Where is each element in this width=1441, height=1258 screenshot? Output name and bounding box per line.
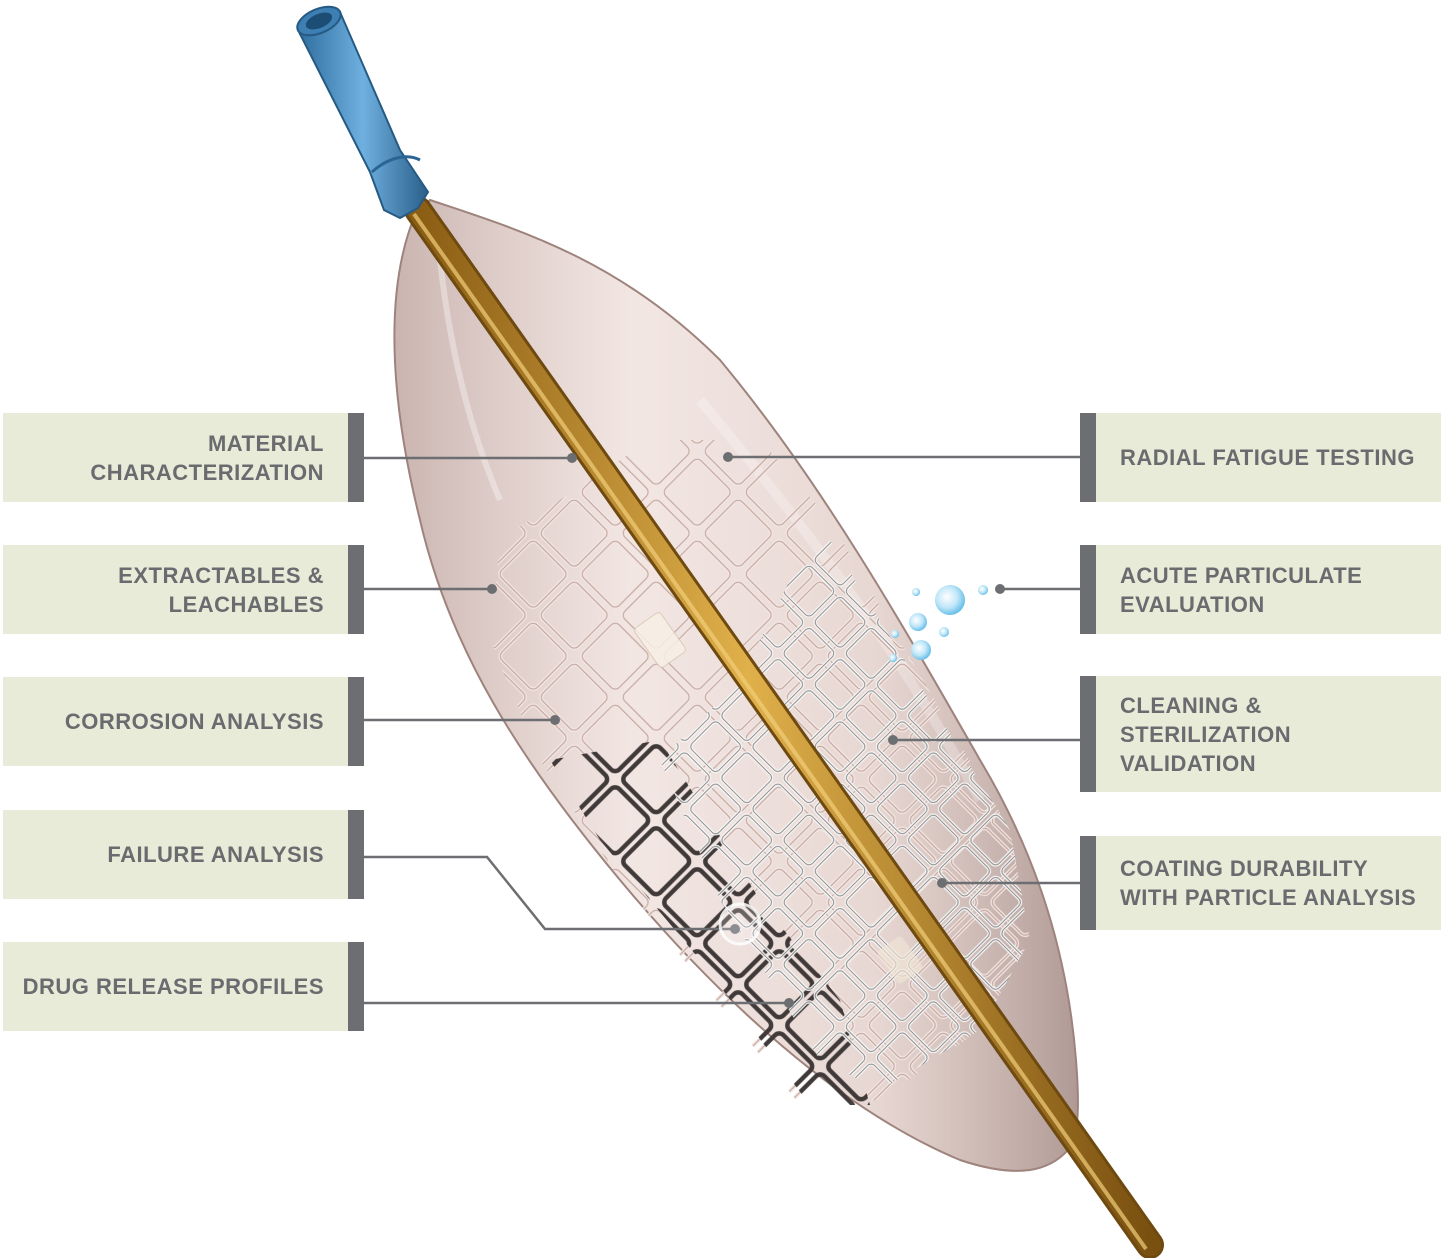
label-bar: [1080, 676, 1096, 792]
label-text: EXTRACTABLES & LEACHABLES: [118, 561, 324, 619]
label-text: ACUTE PARTICULATE EVALUATION: [1120, 561, 1362, 619]
label-bar: [348, 810, 364, 899]
label-bar: [1080, 545, 1096, 634]
label-text: RADIAL FATIGUE TESTING: [1120, 443, 1415, 472]
leader-dot: [784, 998, 794, 1008]
label-bar: [348, 413, 364, 502]
label-bar: [348, 677, 364, 766]
label-text: CLEANING & STERILIZATION VALIDATION: [1120, 691, 1291, 778]
catheter-tip: [293, 1, 428, 218]
label-coating-durability: COATING DURABILITY WITH PARTICLE ANALYSI…: [1080, 836, 1441, 930]
label-radial-fatigue-testing: RADIAL FATIGUE TESTING: [1080, 413, 1441, 502]
label-drug-release-profiles: DRUG RELEASE PROFILES: [3, 942, 364, 1031]
leader-dot: [888, 735, 898, 745]
leader-dot: [567, 453, 577, 463]
leader-dot: [995, 584, 1005, 594]
failure-highlight-ring: [720, 904, 760, 944]
leader-dot: [723, 452, 733, 462]
leader-dot: [487, 584, 497, 594]
label-extractables-leachables: EXTRACTABLES & LEACHABLES: [3, 545, 364, 634]
leader-dot: [550, 715, 560, 725]
leader-dot: [937, 878, 947, 888]
label-corrosion-analysis: CORROSION ANALYSIS: [3, 677, 364, 766]
label-bar: [348, 942, 364, 1031]
label-text: FAILURE ANALYSIS: [107, 840, 324, 869]
label-text: COATING DURABILITY WITH PARTICLE ANALYSI…: [1120, 854, 1416, 912]
label-text: CORROSION ANALYSIS: [65, 707, 324, 736]
label-bar: [348, 545, 364, 634]
label-failure-analysis: FAILURE ANALYSIS: [3, 810, 364, 899]
label-material-characterization: MATERIAL CHARACTERIZATION: [3, 413, 364, 502]
label-text: MATERIAL CHARACTERIZATION: [90, 429, 324, 487]
label-acute-particulate-evaluation: ACUTE PARTICULATE EVALUATION: [1080, 545, 1441, 634]
label-bar: [1080, 836, 1096, 930]
label-text: DRUG RELEASE PROFILES: [23, 972, 324, 1001]
label-cleaning-sterilization-validation: CLEANING & STERILIZATION VALIDATION: [1080, 676, 1441, 792]
label-bar: [1080, 413, 1096, 502]
